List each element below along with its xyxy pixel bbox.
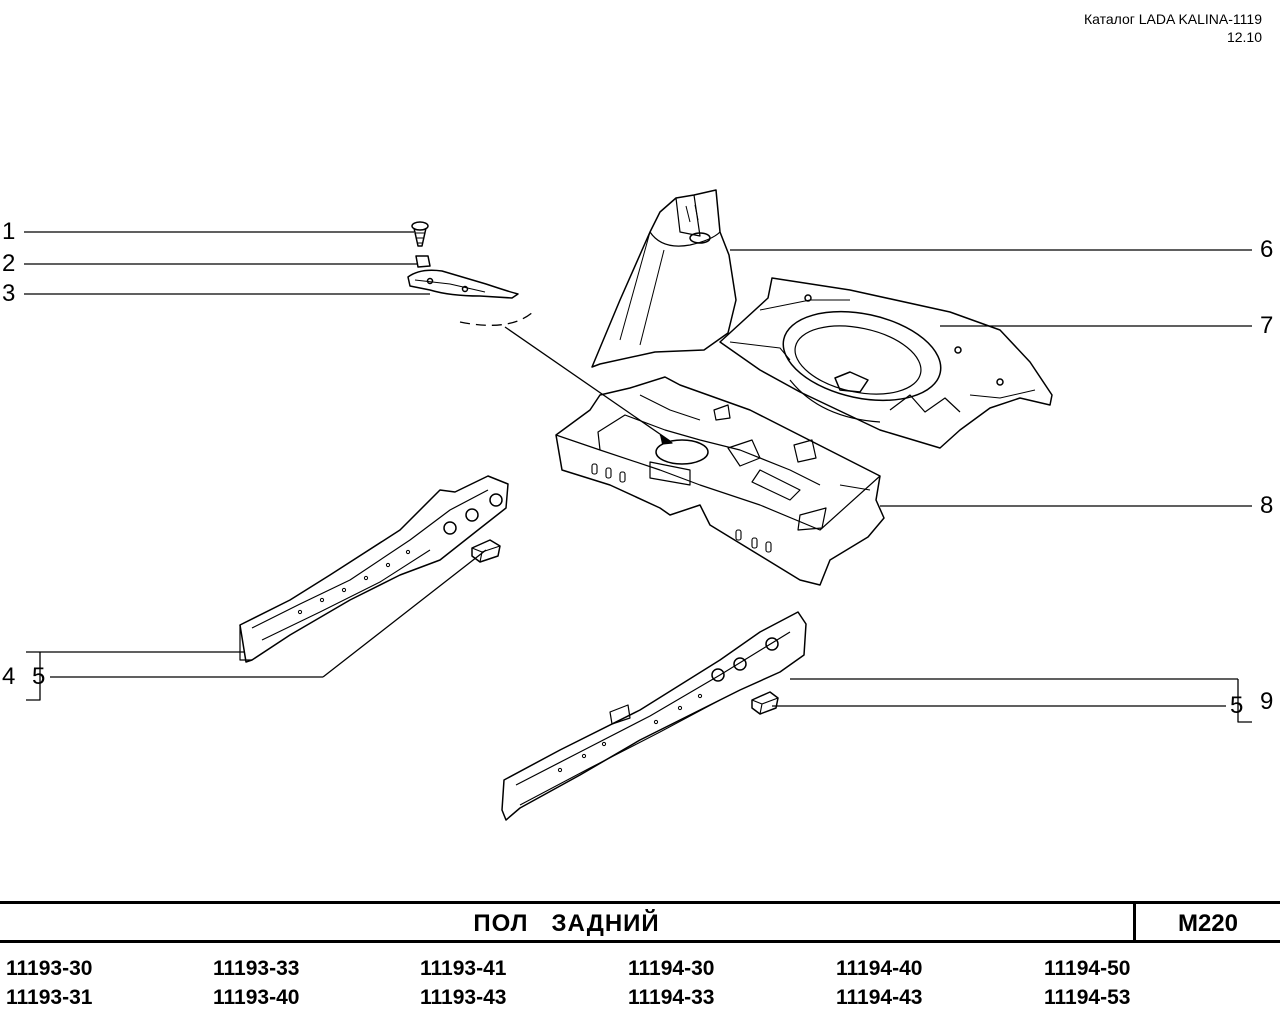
model-code: 11193-33 (213, 957, 300, 980)
part-7-trunk-floor (719, 277, 1053, 449)
part-5-bracket-right (751, 691, 779, 715)
footer-title-bar: ПОЛ ЗАДНИЙ M220 (0, 901, 1280, 943)
model-code: 11193-31 (6, 986, 93, 1009)
model-code: 11193-30 (6, 957, 93, 980)
callout-2: 2 (2, 250, 16, 277)
callout-8: 8 (1260, 492, 1274, 519)
callout-7: 7 (1260, 312, 1274, 339)
leader-lines (24, 231, 1252, 723)
model-code: 11194-43 (836, 986, 923, 1009)
model-code: 11193-40 (213, 986, 300, 1009)
part-2-clip (415, 255, 431, 268)
model-code: 11194-53 (1044, 986, 1131, 1009)
part-9-right-rail (501, 611, 807, 821)
model-code: 11194-50 (1044, 957, 1131, 980)
footer-divider (1133, 904, 1136, 940)
model-code: 11194-40 (836, 957, 923, 980)
part-6-side-panel (591, 189, 737, 368)
catalog-header: Каталог LADA KALINA-1119 12.10 (1084, 10, 1262, 46)
model-code: 11194-30 (628, 957, 715, 980)
part-1-screw (411, 221, 429, 247)
section-code: M220 (1177, 910, 1239, 937)
callout-5-right: 5 (1230, 692, 1244, 719)
callout-4: 4 (2, 663, 16, 690)
part-5-bracket-left (471, 539, 501, 563)
model-code: 11193-41 (420, 957, 507, 980)
callout-5-left: 5 (32, 663, 46, 690)
callout-9: 9 (1260, 688, 1274, 715)
parts-diagram (24, 189, 1252, 821)
section-title: ПОЛ ЗАДНИЙ (473, 910, 660, 937)
catalog-title: Каталог LADA KALINA-1119 (1083, 11, 1262, 27)
callout-1: 1 (2, 218, 16, 245)
callout-6: 6 (1260, 236, 1274, 263)
part-4-left-rail (239, 475, 509, 663)
model-code: 11194-33 (628, 986, 715, 1009)
model-code: 11193-43 (420, 986, 507, 1009)
catalog-edition: 12.10 (1226, 29, 1262, 45)
part-8-rear-floor (555, 376, 885, 586)
part-3-bracket (407, 269, 519, 299)
callout-3: 3 (2, 280, 16, 307)
